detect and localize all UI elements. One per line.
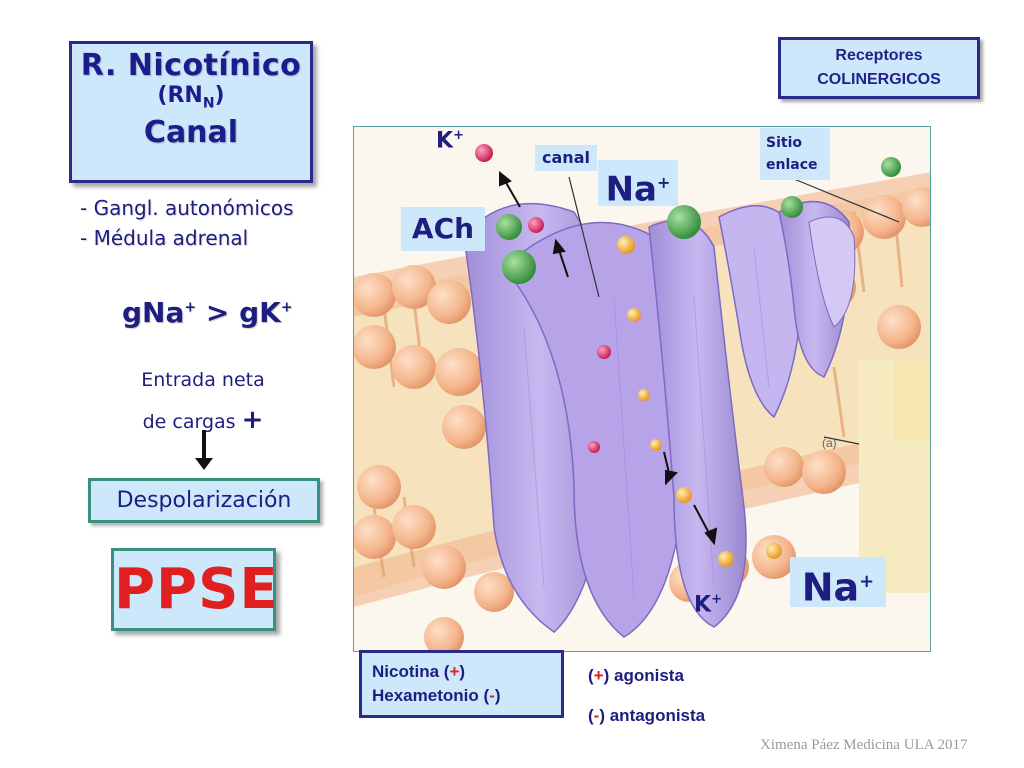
antagonist-legend: (-) antagonista xyxy=(588,706,706,725)
receptor-abbrev: (RNN) xyxy=(157,83,225,112)
entrada-line1: Entrada neta xyxy=(141,369,265,391)
na-ion xyxy=(718,551,734,567)
k-ion xyxy=(475,144,493,162)
location-item: - Gangl. autonómicos xyxy=(80,196,294,220)
ach-label: ACh xyxy=(401,207,485,251)
na-ion xyxy=(676,487,692,503)
down-arrow-icon xyxy=(195,458,213,470)
ach-molecule xyxy=(502,250,536,284)
na-ion xyxy=(617,236,635,254)
despolarizacion-box: Despolarización xyxy=(88,478,320,523)
ion-flow-arrows xyxy=(499,170,718,546)
receptores-line1: Receptores xyxy=(835,47,923,64)
drugs-box: Nicotina (+) Hexametonio (-) xyxy=(359,650,564,718)
ppse-box: PPSE xyxy=(111,548,278,631)
k-ion xyxy=(597,345,611,359)
agonist-legend: (+) agonista xyxy=(588,666,684,685)
k-ion xyxy=(528,217,544,233)
location-item: - Médula adrenal xyxy=(80,226,249,250)
nicotina-line: Nicotina (+) xyxy=(372,662,466,681)
legend: (+) agonista (-) antagonista xyxy=(588,656,705,736)
entrada-line2: de cargas + xyxy=(142,405,264,435)
k-ion xyxy=(588,441,600,453)
receptores-line2: COLINERGICOS xyxy=(817,71,941,88)
canal-label: canal xyxy=(535,145,597,171)
net-charge-entry: Entrada neta de cargas + xyxy=(108,360,298,442)
channel-subunits xyxy=(463,200,856,638)
down-arrow-shaft xyxy=(202,430,206,462)
na-ion xyxy=(627,308,641,322)
k-bottom-label: K+ xyxy=(694,592,722,618)
ach-molecule xyxy=(881,157,901,177)
channel-svg: (a) xyxy=(354,144,930,651)
receptores-box: Receptores COLINERGICOS xyxy=(778,37,980,99)
ach-molecule xyxy=(781,196,803,218)
conductance-relation: gNa+ > gK+ xyxy=(122,296,293,329)
ach-molecule xyxy=(496,214,522,240)
hexametonio-line: Hexametonio (-) xyxy=(372,686,501,705)
receptor-type: Canal xyxy=(143,115,239,151)
ach-molecule xyxy=(667,205,701,239)
panel-letter: (a) xyxy=(822,436,837,450)
na-ion xyxy=(638,389,650,401)
location-list: - Gangl. autonómicos - Médula adrenal xyxy=(80,193,294,253)
binding-site-label: Sitio enlace xyxy=(760,128,830,180)
receptor-title-box: R. Nicotínico (RNN) Canal xyxy=(69,41,313,183)
k-top-label: K+ xyxy=(436,128,464,154)
receptor-name: R. Nicotínico xyxy=(80,48,302,83)
na-ion xyxy=(650,439,662,451)
na-bottom-label: Na+ xyxy=(790,557,886,610)
author-credit: Ximena Páez Medicina ULA 2017 xyxy=(760,737,968,753)
na-top-label: Na+ xyxy=(598,160,678,209)
na-ion xyxy=(766,543,782,559)
